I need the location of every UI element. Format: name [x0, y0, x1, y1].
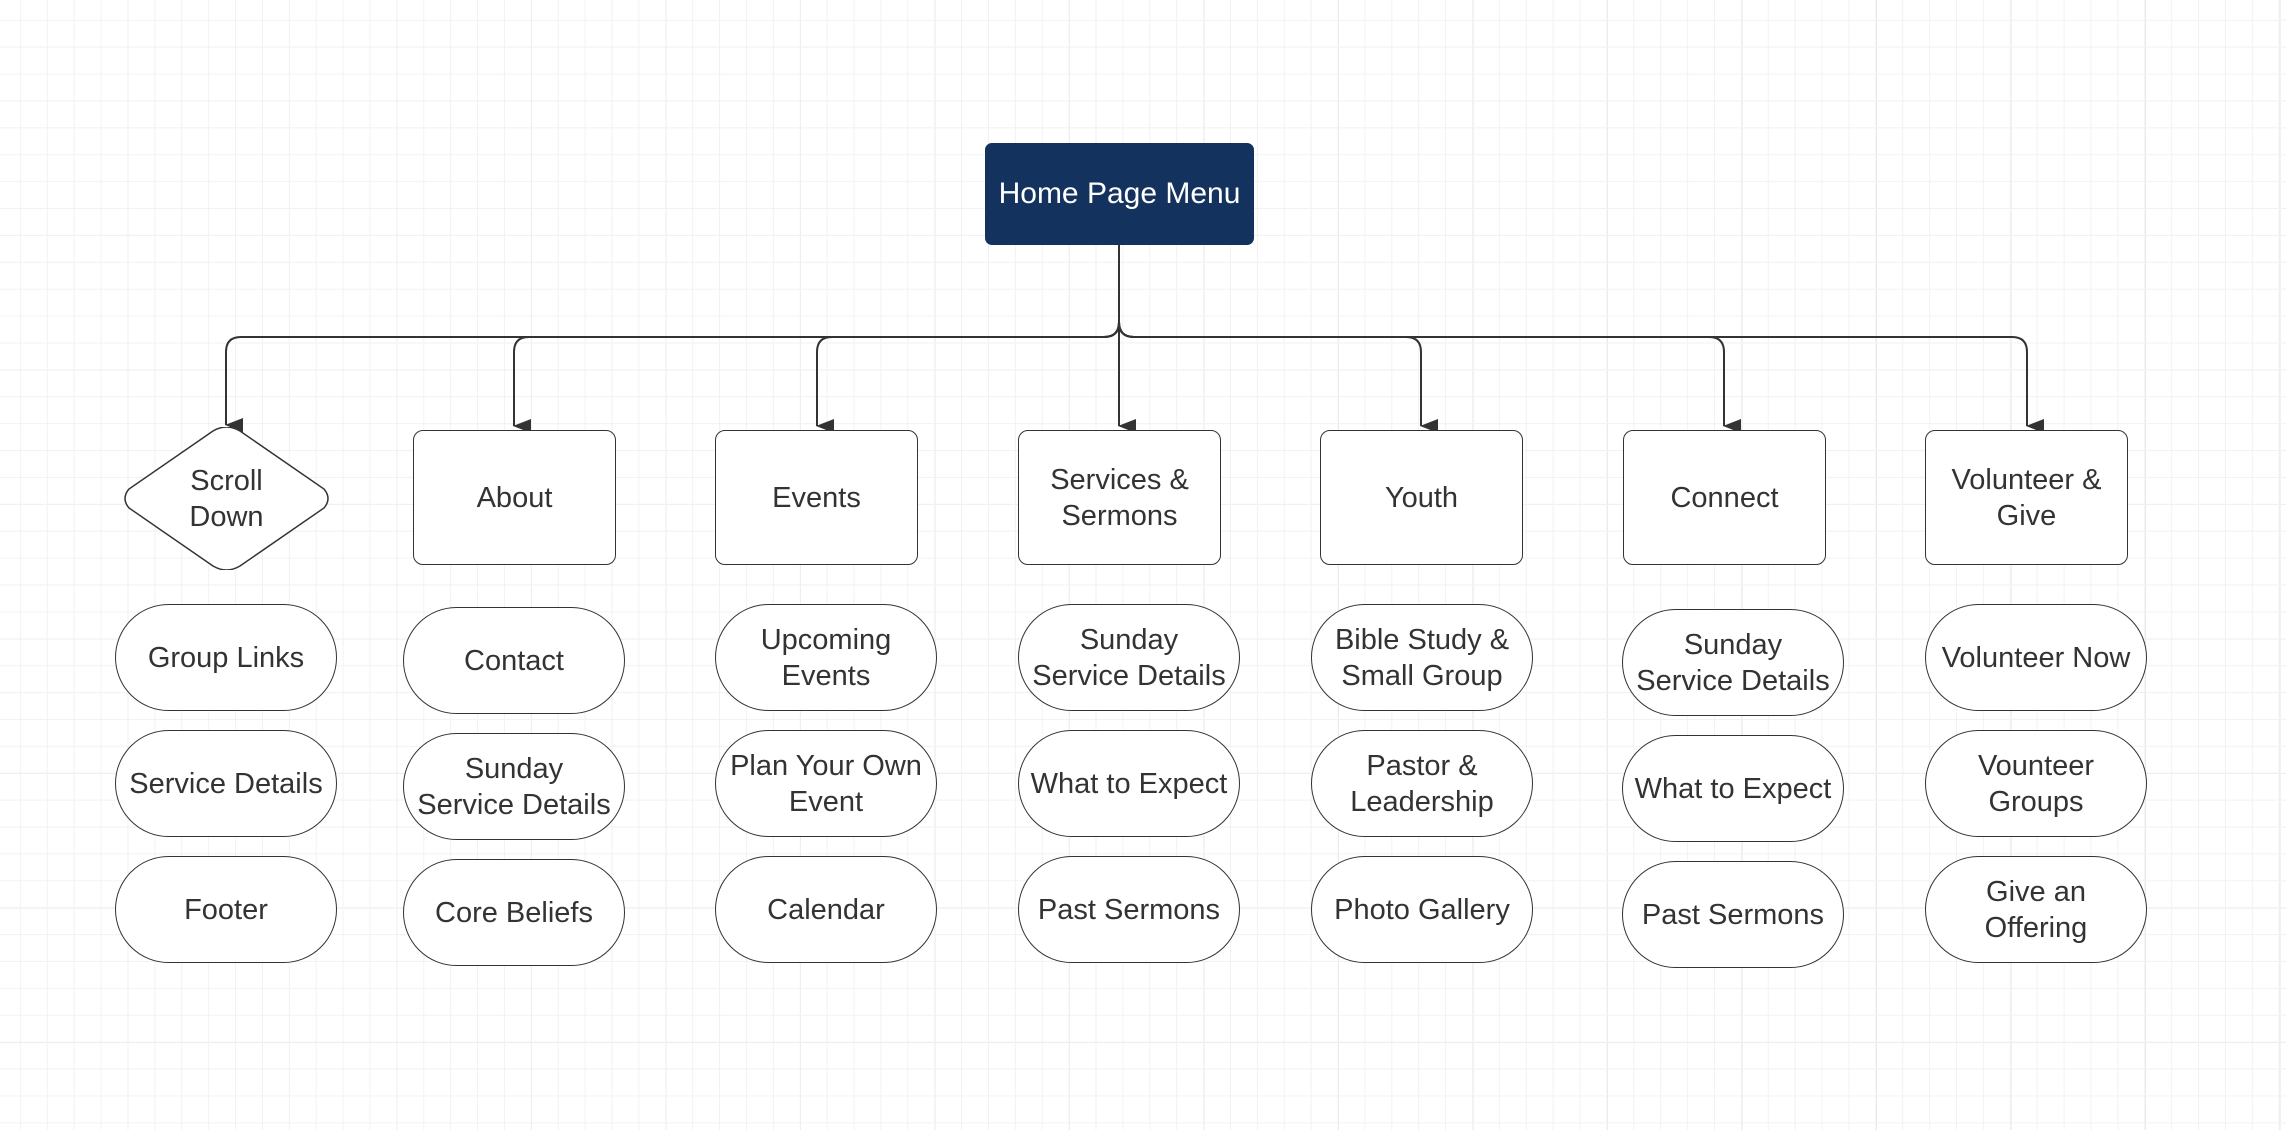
services-sermons-node[interactable]: Services & Sermons — [1018, 430, 1221, 565]
home-page-menu-label: Home Page Menu — [998, 177, 1241, 210]
item-label: Calendar — [767, 893, 885, 926]
volunteer-groups-node[interactable]: Vounteer Groups — [1925, 730, 2147, 837]
scroll-down-label: Scroll Down — [189, 464, 264, 533]
past-sermons-node[interactable]: Past Sermons — [1622, 861, 1844, 968]
item-label: Past Sermons — [1641, 898, 1825, 931]
connector-scroll-down — [225, 245, 1120, 432]
connect-node[interactable]: Connect — [1623, 430, 1826, 565]
events-label: Events — [772, 481, 861, 514]
connect-label: Connect — [1670, 481, 1779, 514]
item-label: What to Expect — [1634, 772, 1832, 805]
footer-node[interactable]: Footer — [115, 856, 337, 963]
photo-gallery-node[interactable]: Photo Gallery — [1311, 856, 1533, 963]
pastor-leadership-node[interactable]: Pastor & Leadership — [1311, 730, 1533, 837]
item-label: Sunday Service Details — [417, 752, 611, 821]
core-beliefs-node[interactable]: Core Beliefs — [403, 859, 625, 966]
item-label: Volunteer Now — [1941, 641, 2131, 674]
what-to-expect-node[interactable]: What to Expect — [1018, 730, 1240, 837]
about-label: About — [476, 481, 553, 514]
connector-events — [816, 321, 1120, 433]
contact-node[interactable]: Contact — [403, 607, 625, 714]
volunteer-now-node[interactable]: Volunteer Now — [1925, 604, 2147, 711]
sunday-service-details-node[interactable]: Sunday Service Details — [403, 733, 625, 840]
item-label: Core Beliefs — [435, 896, 593, 929]
sunday-service-details-node[interactable]: Sunday Service Details — [1622, 609, 1844, 716]
plan-your-own-event-node[interactable]: Plan Your Own Event — [715, 730, 937, 837]
connector-volunteer-give — [1118, 321, 2044, 433]
item-label: Sunday Service Details — [1032, 623, 1226, 692]
item-label: What to Expect — [1030, 767, 1228, 800]
youth-node[interactable]: Youth — [1320, 430, 1523, 565]
item-label: Footer — [184, 893, 268, 926]
youth-label: Youth — [1384, 481, 1459, 514]
group-links-node[interactable]: Group Links — [115, 604, 337, 711]
volunteer-give-node[interactable]: Volunteer & Give — [1925, 430, 2128, 565]
item-label: Plan Your Own Event — [730, 749, 922, 818]
item-label: Photo Gallery — [1334, 893, 1510, 926]
item-label: Group Links — [147, 641, 305, 674]
events-node[interactable]: Events — [715, 430, 918, 565]
item-label: Past Sermons — [1037, 893, 1221, 926]
scroll-down-node[interactable]: Scroll Down — [119, 427, 334, 570]
item-label: Bible Study & Small Group — [1334, 623, 1510, 692]
item-label: Contact — [464, 644, 564, 677]
home-page-menu-node[interactable]: Home Page Menu — [985, 143, 1254, 245]
item-label: Service Details — [129, 767, 323, 800]
about-node[interactable]: About — [413, 430, 616, 565]
item-label: Upcoming Events — [760, 623, 892, 692]
item-label: Vounteer Groups — [1977, 749, 2095, 818]
volunteer-give-label: Volunteer & Give — [1951, 463, 2102, 532]
calendar-node[interactable]: Calendar — [715, 856, 937, 963]
what-to-expect-node[interactable]: What to Expect — [1622, 735, 1844, 842]
upcoming-events-node[interactable]: Upcoming Events — [715, 604, 937, 711]
past-sermons-node[interactable]: Past Sermons — [1018, 856, 1240, 963]
item-label: Give an Offering — [1984, 875, 2088, 944]
give-an-offering-node[interactable]: Give an Offering — [1925, 856, 2147, 963]
item-label: Sunday Service Details — [1636, 628, 1830, 697]
item-label: Pastor & Leadership — [1350, 749, 1494, 818]
service-details-node[interactable]: Service Details — [115, 730, 337, 837]
sunday-service-details-node[interactable]: Sunday Service Details — [1018, 604, 1240, 711]
bible-study-small-group-node[interactable]: Bible Study & Small Group — [1311, 604, 1533, 711]
services-sermons-label: Services & Sermons — [1050, 463, 1189, 532]
